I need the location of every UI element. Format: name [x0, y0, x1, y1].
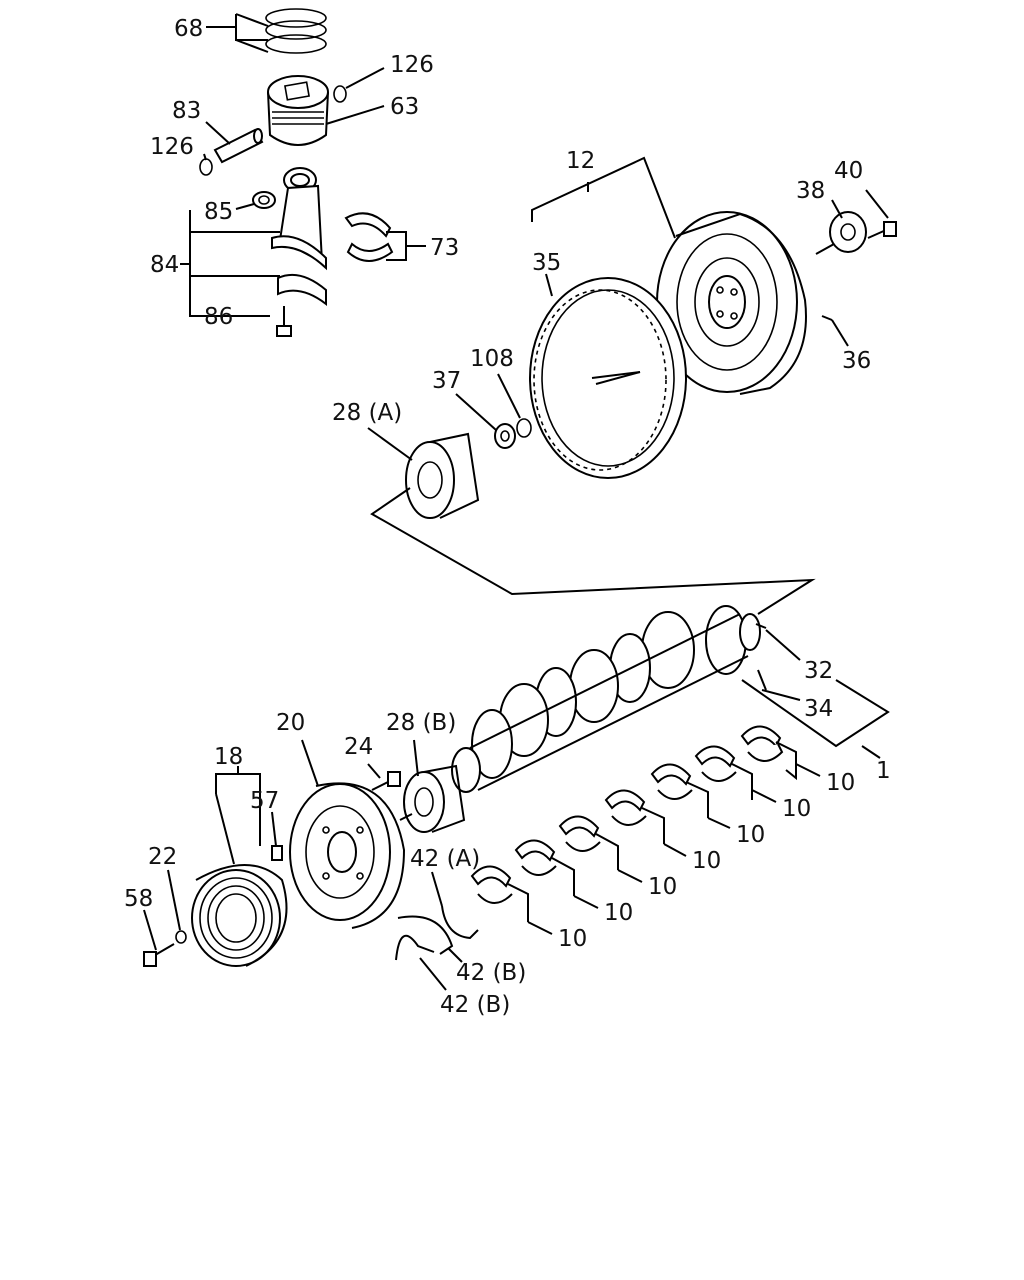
main-bearings: [470, 725, 784, 904]
label-24: 24: [344, 734, 373, 760]
label-58: 58: [124, 886, 153, 912]
label-42b-lower: 42 (B): [440, 992, 510, 1018]
rod-cap: [277, 274, 327, 307]
rod-bearing-shells: [344, 212, 394, 262]
label-126-top: 126: [390, 52, 434, 78]
label-12: 12: [566, 148, 595, 174]
flywheel-bolt: [867, 221, 897, 239]
rod-bolt: [276, 306, 292, 337]
crank-pin-34: [757, 669, 767, 691]
label-10-7: 10: [558, 926, 587, 952]
bolt-58: [143, 943, 175, 967]
label-10-5: 10: [648, 874, 677, 900]
label-38: 38: [796, 178, 825, 204]
crankshaft: [451, 605, 761, 793]
label-68: 68: [174, 16, 203, 42]
snap-ring-right: [333, 85, 347, 103]
flywheel-plate: [829, 211, 867, 253]
leader-lines-flywheel: [367, 156, 889, 461]
assembly-bracket: [370, 487, 816, 615]
pulley-pin-57: [271, 845, 283, 861]
label-22: 22: [148, 844, 177, 870]
retaining-ring-108: [516, 418, 532, 438]
piston: [267, 75, 329, 146]
dowel-pin-36: [821, 315, 833, 321]
gear-bolt-24: [371, 771, 401, 791]
rod-bushing: [252, 191, 276, 209]
label-57: 57: [250, 788, 279, 814]
drive-pulley: [191, 864, 288, 967]
part-labels: 68 126 63 83 126 85 84 86 73 12 35 40 38…: [124, 16, 891, 1018]
label-86: 86: [204, 304, 233, 330]
label-20: 20: [276, 710, 305, 736]
label-126-left: 126: [150, 134, 194, 160]
washer-22: [175, 930, 187, 944]
piston-rings: [265, 8, 327, 54]
label-42a: 42 (A): [410, 846, 480, 872]
thrust-washer-42a: [441, 905, 479, 940]
crankshaft-gear-b: [403, 764, 466, 833]
label-32: 32: [804, 658, 833, 684]
label-73: 73: [430, 235, 459, 261]
label-10-3: 10: [736, 822, 765, 848]
crankshaft-gear-a: [405, 432, 480, 519]
label-35: 35: [532, 250, 561, 276]
leader-lines-piston: [180, 13, 426, 317]
leader-lines-bearings: [507, 741, 821, 935]
label-1: 1: [876, 758, 891, 784]
connecting-rod: [271, 167, 327, 271]
crank-key-32: [755, 623, 767, 629]
piston-pin: [213, 128, 264, 164]
label-42b-upper: 42 (B): [456, 960, 526, 986]
label-18: 18: [214, 744, 243, 770]
pilot-bearing: [494, 423, 516, 449]
label-84: 84: [150, 252, 179, 278]
leader-lines-crank: [741, 629, 890, 759]
label-40: 40: [834, 158, 863, 184]
label-108: 108: [470, 346, 514, 372]
label-10-4: 10: [692, 848, 721, 874]
ring-gear: [529, 277, 687, 479]
leader-lines-front: [143, 739, 463, 991]
label-37: 37: [432, 368, 461, 394]
flywheel: [656, 211, 807, 395]
label-85: 85: [204, 199, 233, 225]
thrust-washer-42b: [395, 915, 454, 961]
label-34: 34: [804, 696, 833, 722]
label-10-1: 10: [826, 770, 855, 796]
snap-ring-left: [199, 158, 213, 176]
label-10-2: 10: [782, 796, 811, 822]
label-28a: 28 (A): [332, 400, 402, 426]
label-83: 83: [172, 98, 201, 124]
label-63: 63: [390, 94, 419, 120]
damper-pulley: [289, 782, 406, 929]
label-28b: 28 (B): [386, 710, 456, 736]
label-36: 36: [842, 348, 871, 374]
label-10-6: 10: [604, 900, 633, 926]
